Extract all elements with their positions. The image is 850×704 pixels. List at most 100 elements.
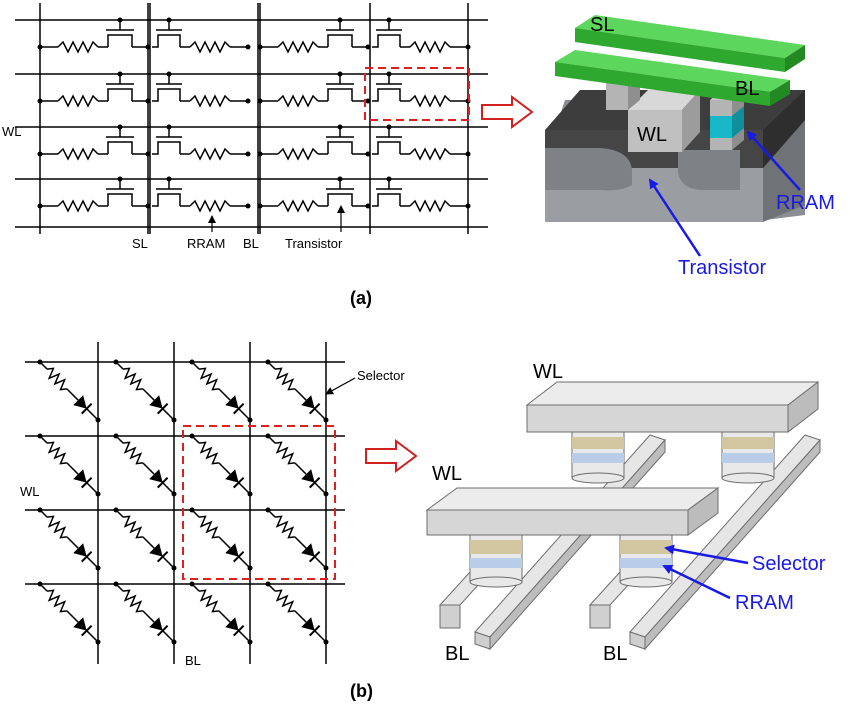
wire (162, 556, 175, 569)
crossbar-cell (115, 509, 175, 569)
rram-label-3d-a: RRAM (776, 192, 835, 214)
junction-dot (37, 151, 43, 157)
junction-dot (166, 71, 172, 77)
transistor (152, 193, 181, 207)
crossbar-cell (39, 583, 99, 643)
wire (294, 388, 307, 401)
rram-resistor (46, 441, 67, 465)
rram-resistor (274, 589, 295, 613)
sl-label-3d-a: SL (590, 14, 614, 36)
wire (238, 408, 251, 421)
junction-dot (166, 124, 172, 130)
wire (115, 583, 124, 592)
wire (294, 536, 307, 549)
wire (162, 630, 175, 643)
rram-resistor (409, 40, 451, 54)
selector-bar (81, 477, 93, 489)
wire (39, 361, 48, 370)
rram-resistor (198, 441, 219, 465)
wire (218, 610, 231, 623)
wire (142, 536, 155, 549)
selector-bar (309, 477, 321, 489)
caption-b: (b) (350, 681, 373, 701)
highlighted-cell-box-a (364, 67, 470, 121)
crossbar-cell (267, 435, 327, 495)
wire (66, 388, 79, 401)
wire (267, 435, 276, 444)
junction-dot (257, 98, 263, 104)
rram-resistor (198, 515, 219, 539)
junction-dot (337, 71, 343, 77)
crossbar-cell (39, 509, 99, 569)
transistor (152, 141, 181, 155)
junction-dot (245, 151, 251, 157)
transistor (327, 141, 353, 154)
crossbar-cell (267, 583, 327, 643)
rram-resistor (409, 199, 451, 213)
rram-resistor (57, 94, 99, 108)
rram-cell-3d (710, 116, 732, 138)
selector-pointer-3d-b (664, 544, 749, 565)
selector-diode (73, 469, 87, 483)
selector-bar (157, 477, 169, 489)
transistor-label-3d-a: Transistor (678, 257, 767, 279)
rram-resistor (189, 40, 231, 54)
selector-diode (149, 617, 163, 631)
transistor (152, 34, 181, 48)
rram-resistor (277, 40, 319, 54)
wire (294, 462, 307, 475)
rram-resistor (274, 515, 295, 539)
junction-dot (166, 17, 172, 23)
wire (66, 536, 79, 549)
selector-bar (233, 403, 245, 415)
selector-diode (225, 469, 239, 483)
junction-dot (365, 98, 371, 104)
rram-resistor (46, 589, 67, 613)
rram-resistor (122, 515, 143, 539)
junction-dot (257, 203, 263, 209)
junction-dot (245, 98, 251, 104)
wire (238, 630, 251, 643)
selector-label-3d-b: Selector (752, 553, 826, 575)
1t1r-device-3d (545, 15, 805, 222)
wire (86, 408, 99, 421)
selector-diode (301, 543, 315, 557)
selector-diode (225, 395, 239, 409)
selector-bar (309, 403, 321, 415)
rram-resistor (277, 147, 319, 161)
1t1r-array-schematic (15, 3, 488, 234)
junction-dot (117, 124, 123, 130)
rram-resistor (57, 199, 99, 213)
junction-dot (117, 176, 123, 182)
junction-dot (166, 176, 172, 182)
transistor (327, 88, 353, 101)
selector-diode (225, 617, 239, 631)
selector-diode (225, 543, 239, 557)
junction-dot (337, 176, 343, 182)
crossbar-cell (115, 435, 175, 495)
wire (86, 630, 99, 643)
wire (218, 536, 231, 549)
wire (191, 583, 200, 592)
transistor (107, 141, 133, 154)
rram-resistor (274, 367, 295, 391)
crossbar-cell (191, 509, 251, 569)
rram-resistor (46, 367, 67, 391)
caption-a: (a) (350, 288, 372, 308)
rram-resistor (57, 147, 99, 161)
transistor (327, 34, 353, 47)
junction-dot (145, 151, 151, 157)
rram-resistor (122, 589, 143, 613)
transistor-label-a: Transistor (285, 236, 343, 251)
wire (66, 462, 79, 475)
selector-diode (73, 395, 87, 409)
wire (314, 630, 327, 643)
junction-dot (465, 151, 471, 157)
rram-resistor (122, 441, 143, 465)
rram-label-a: RRAM (187, 236, 225, 251)
junction-dot (465, 44, 471, 50)
wire (142, 462, 155, 475)
crossbar-cell (191, 361, 251, 421)
rram-resistor (277, 199, 319, 213)
wire (267, 509, 276, 518)
